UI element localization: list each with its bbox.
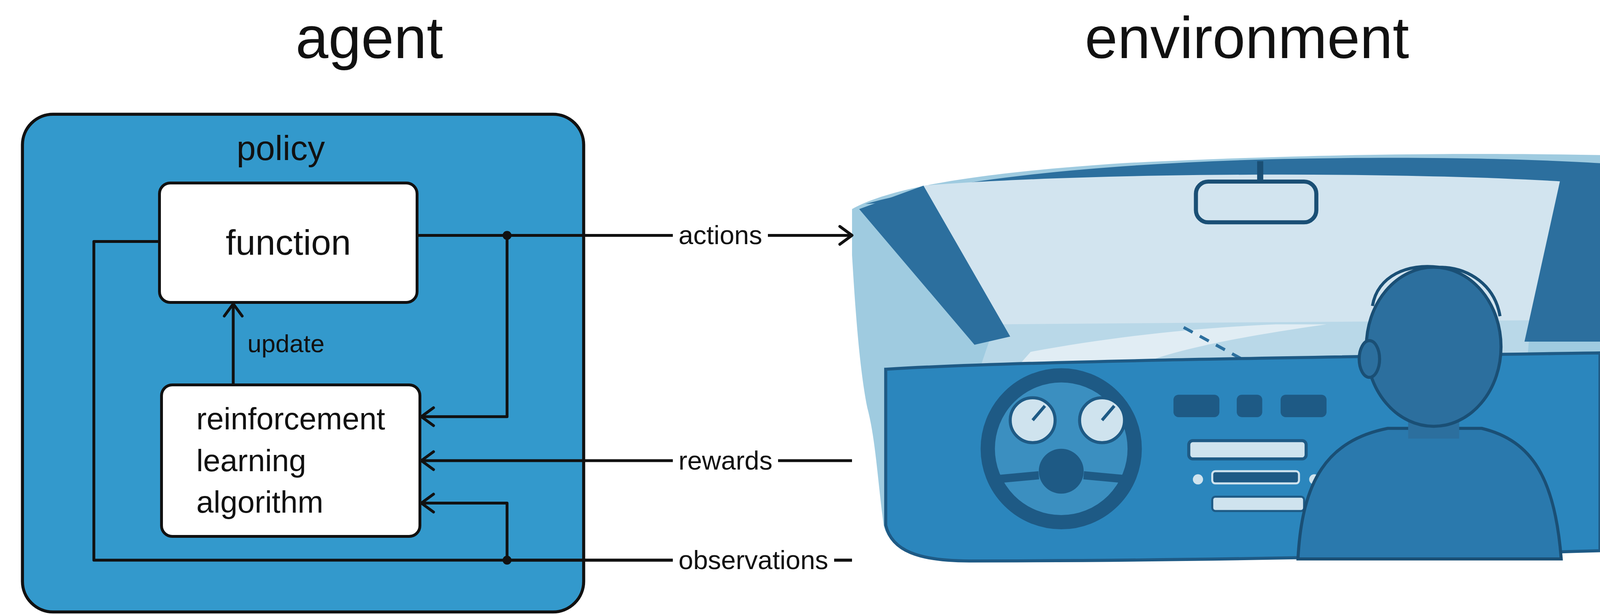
right-pillar <box>1524 175 1600 342</box>
wheel-hub <box>1038 448 1085 494</box>
gauge-needle <box>1032 405 1045 421</box>
connector <box>418 235 508 426</box>
connector-line <box>418 235 508 417</box>
environment-heading: environment <box>1084 4 1410 72</box>
driver-head <box>1366 267 1502 427</box>
policy-label: policy <box>236 128 325 169</box>
algorithm-box: reinforcement learning algorithm <box>160 383 422 538</box>
policy-panel <box>22 114 584 612</box>
edge-label: observations <box>672 544 835 577</box>
wheel-spoke <box>995 475 1039 480</box>
gauge-needle <box>1101 405 1115 421</box>
edge-label: actions <box>672 219 768 252</box>
gauge <box>1010 397 1056 443</box>
connector <box>224 303 243 384</box>
arrowhead <box>421 407 434 426</box>
arrowhead <box>224 303 243 317</box>
vent <box>1173 394 1220 418</box>
connector-line <box>421 459 853 463</box>
driver-body <box>1298 428 1562 560</box>
wheel-spoke <box>1083 475 1128 480</box>
driver-hair <box>1372 266 1501 317</box>
radio <box>1188 440 1307 460</box>
vent <box>1280 394 1327 418</box>
scene-outline <box>852 153 1600 562</box>
arrowhead <box>421 451 434 470</box>
function-box: function <box>158 181 419 304</box>
slot <box>1212 496 1305 512</box>
edge-label: update <box>247 328 325 359</box>
junction-dot <box>502 555 512 565</box>
arrowhead <box>421 494 434 513</box>
connector <box>421 451 853 470</box>
edge-label: rewards <box>672 444 779 477</box>
agent-heading: agent <box>295 4 444 72</box>
environment-scene: environment <box>852 4 1600 571</box>
box-label: reinforcement learning algorithm <box>196 398 386 524</box>
connector-line <box>231 303 235 384</box>
arrowhead <box>839 226 853 245</box>
driver-ear <box>1359 340 1380 378</box>
box-label: function <box>225 218 351 267</box>
car-interior-illustration <box>852 153 1600 562</box>
knob <box>1192 474 1204 485</box>
rear-mirror <box>1195 181 1316 223</box>
vent <box>1236 394 1263 418</box>
steering-wheel <box>987 375 1135 523</box>
gauge <box>1079 397 1125 443</box>
left-pillar <box>859 185 1011 345</box>
junction-dot <box>502 230 512 240</box>
buttons <box>1212 471 1299 484</box>
policy-region: agent policy function reinforcement learnin… <box>22 0 584 613</box>
